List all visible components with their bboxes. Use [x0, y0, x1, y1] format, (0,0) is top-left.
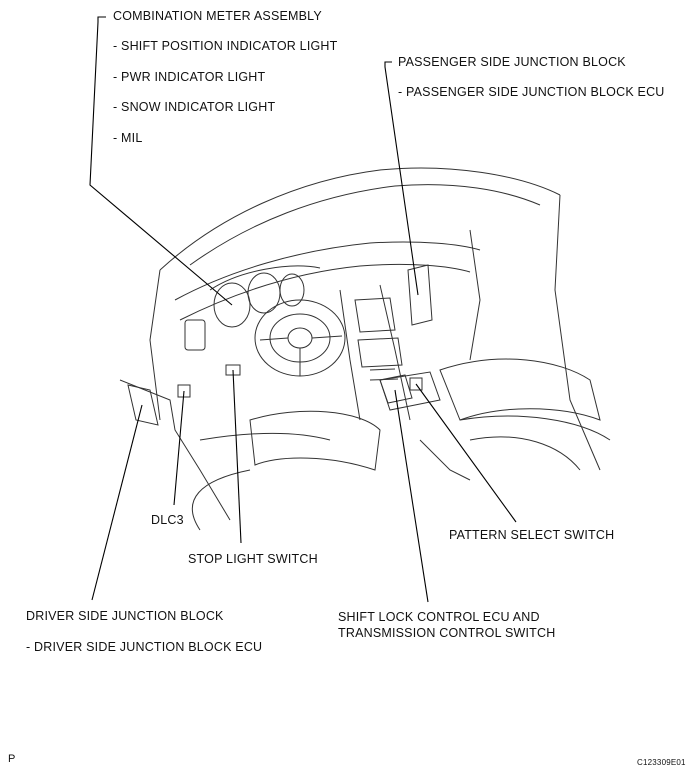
leader-pattern-select — [415, 383, 517, 523]
leader-driver-jb — [91, 404, 143, 601]
shift-lock-ecu-label-line2: TRANSMISSION CONTROL SWITCH — [338, 626, 556, 640]
figure-code: C123309E01 — [637, 758, 686, 767]
combination-meter-item-snow: - SNOW INDICATOR LIGHT — [113, 100, 276, 114]
leader-stop-light — [232, 369, 242, 544]
passenger-junction-block — [407, 264, 433, 326]
passenger-junction-block-title: PASSENGER SIDE JUNCTION BLOCK — [398, 55, 626, 69]
passenger-junction-block-ecu: - PASSENGER SIDE JUNCTION BLOCK ECU — [398, 85, 665, 99]
pattern-select-switch-part — [409, 377, 423, 391]
center-console — [339, 289, 361, 421]
dashboard-top — [174, 241, 481, 301]
leader-combination-meter — [89, 16, 233, 306]
page-letter: P — [8, 753, 16, 765]
stop-light-switch-label: STOP LIGHT SWITCH — [188, 552, 318, 566]
leader-passenger-jb — [384, 61, 419, 296]
seat-left — [249, 410, 381, 471]
meter-gauge-left — [213, 282, 251, 328]
combination-meter-item-mil: - MIL — [113, 131, 143, 145]
meter-gauge-right — [279, 273, 305, 307]
driver-junction-block-ecu: - DRIVER SIDE JUNCTION BLOCK ECU — [26, 640, 263, 654]
seat-right — [439, 358, 601, 421]
shift-lock-ecu-part — [379, 374, 413, 404]
dlc3-label: DLC3 — [151, 513, 184, 527]
leader-dlc3 — [173, 390, 185, 506]
windshield-outline — [159, 167, 561, 271]
combination-meter-item-pwr: - PWR INDICATOR LIGHT — [113, 70, 266, 84]
combination-meter-item-shift-position: - SHIFT POSITION INDICATOR LIGHT — [113, 39, 338, 53]
driver-junction-block-title: DRIVER SIDE JUNCTION BLOCK — [26, 609, 224, 623]
leader-shift-lock — [394, 389, 429, 603]
meter-gauge-center — [247, 272, 281, 314]
driver-junction-block — [127, 384, 159, 426]
shift-lock-ecu-label-line1: SHIFT LOCK CONTROL ECU AND — [338, 610, 540, 624]
combination-meter-title: COMBINATION METER ASSEMBLY — [113, 9, 322, 23]
pattern-select-switch-label: PATTERN SELECT SWITCH — [449, 528, 615, 542]
